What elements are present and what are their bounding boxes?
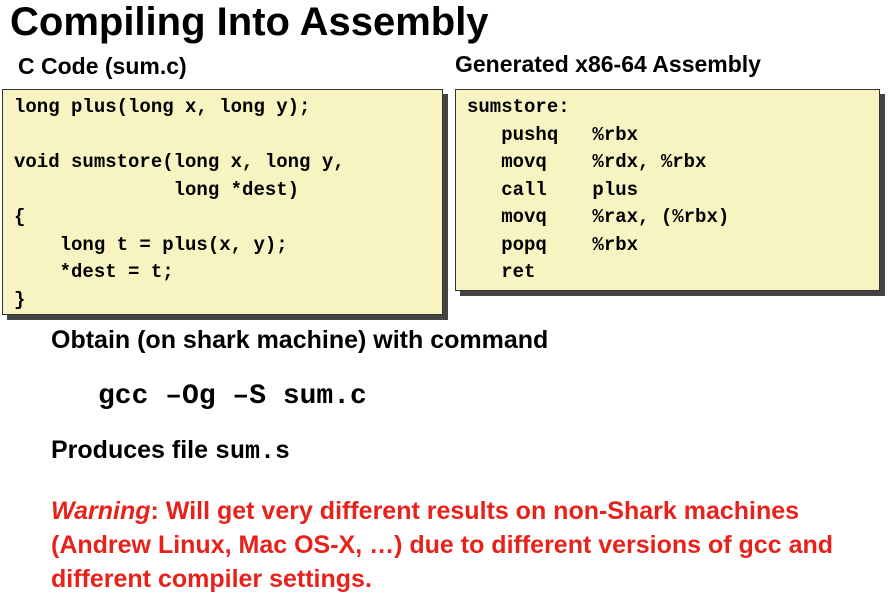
- produces-prefix: Produces file: [51, 436, 215, 464]
- obtain-instruction: Obtain (on shark machine) with command: [51, 326, 549, 354]
- output-filename: sum.s: [214, 437, 290, 466]
- c-code-heading: C Code (sum.c): [18, 53, 187, 79]
- c-code-block: long plus(long x, long y); void sumstore…: [2, 89, 443, 315]
- assembly-code-block: sumstore: pushq %rbx movq %rdx, %rbx cal…: [455, 89, 880, 291]
- warning-text: : Will get very different results on non…: [51, 497, 834, 593]
- warning-note: Warning: Will get very different results…: [51, 494, 871, 596]
- gcc-command: gcc –Og –S sum.c: [98, 381, 367, 412]
- slide-title: Compiling Into Assembly: [10, 0, 489, 44]
- produces-line: Produces file sum.s: [51, 435, 290, 467]
- assembly-heading: Generated x86-64 Assembly: [455, 51, 761, 77]
- warning-label: Warning: [51, 497, 151, 525]
